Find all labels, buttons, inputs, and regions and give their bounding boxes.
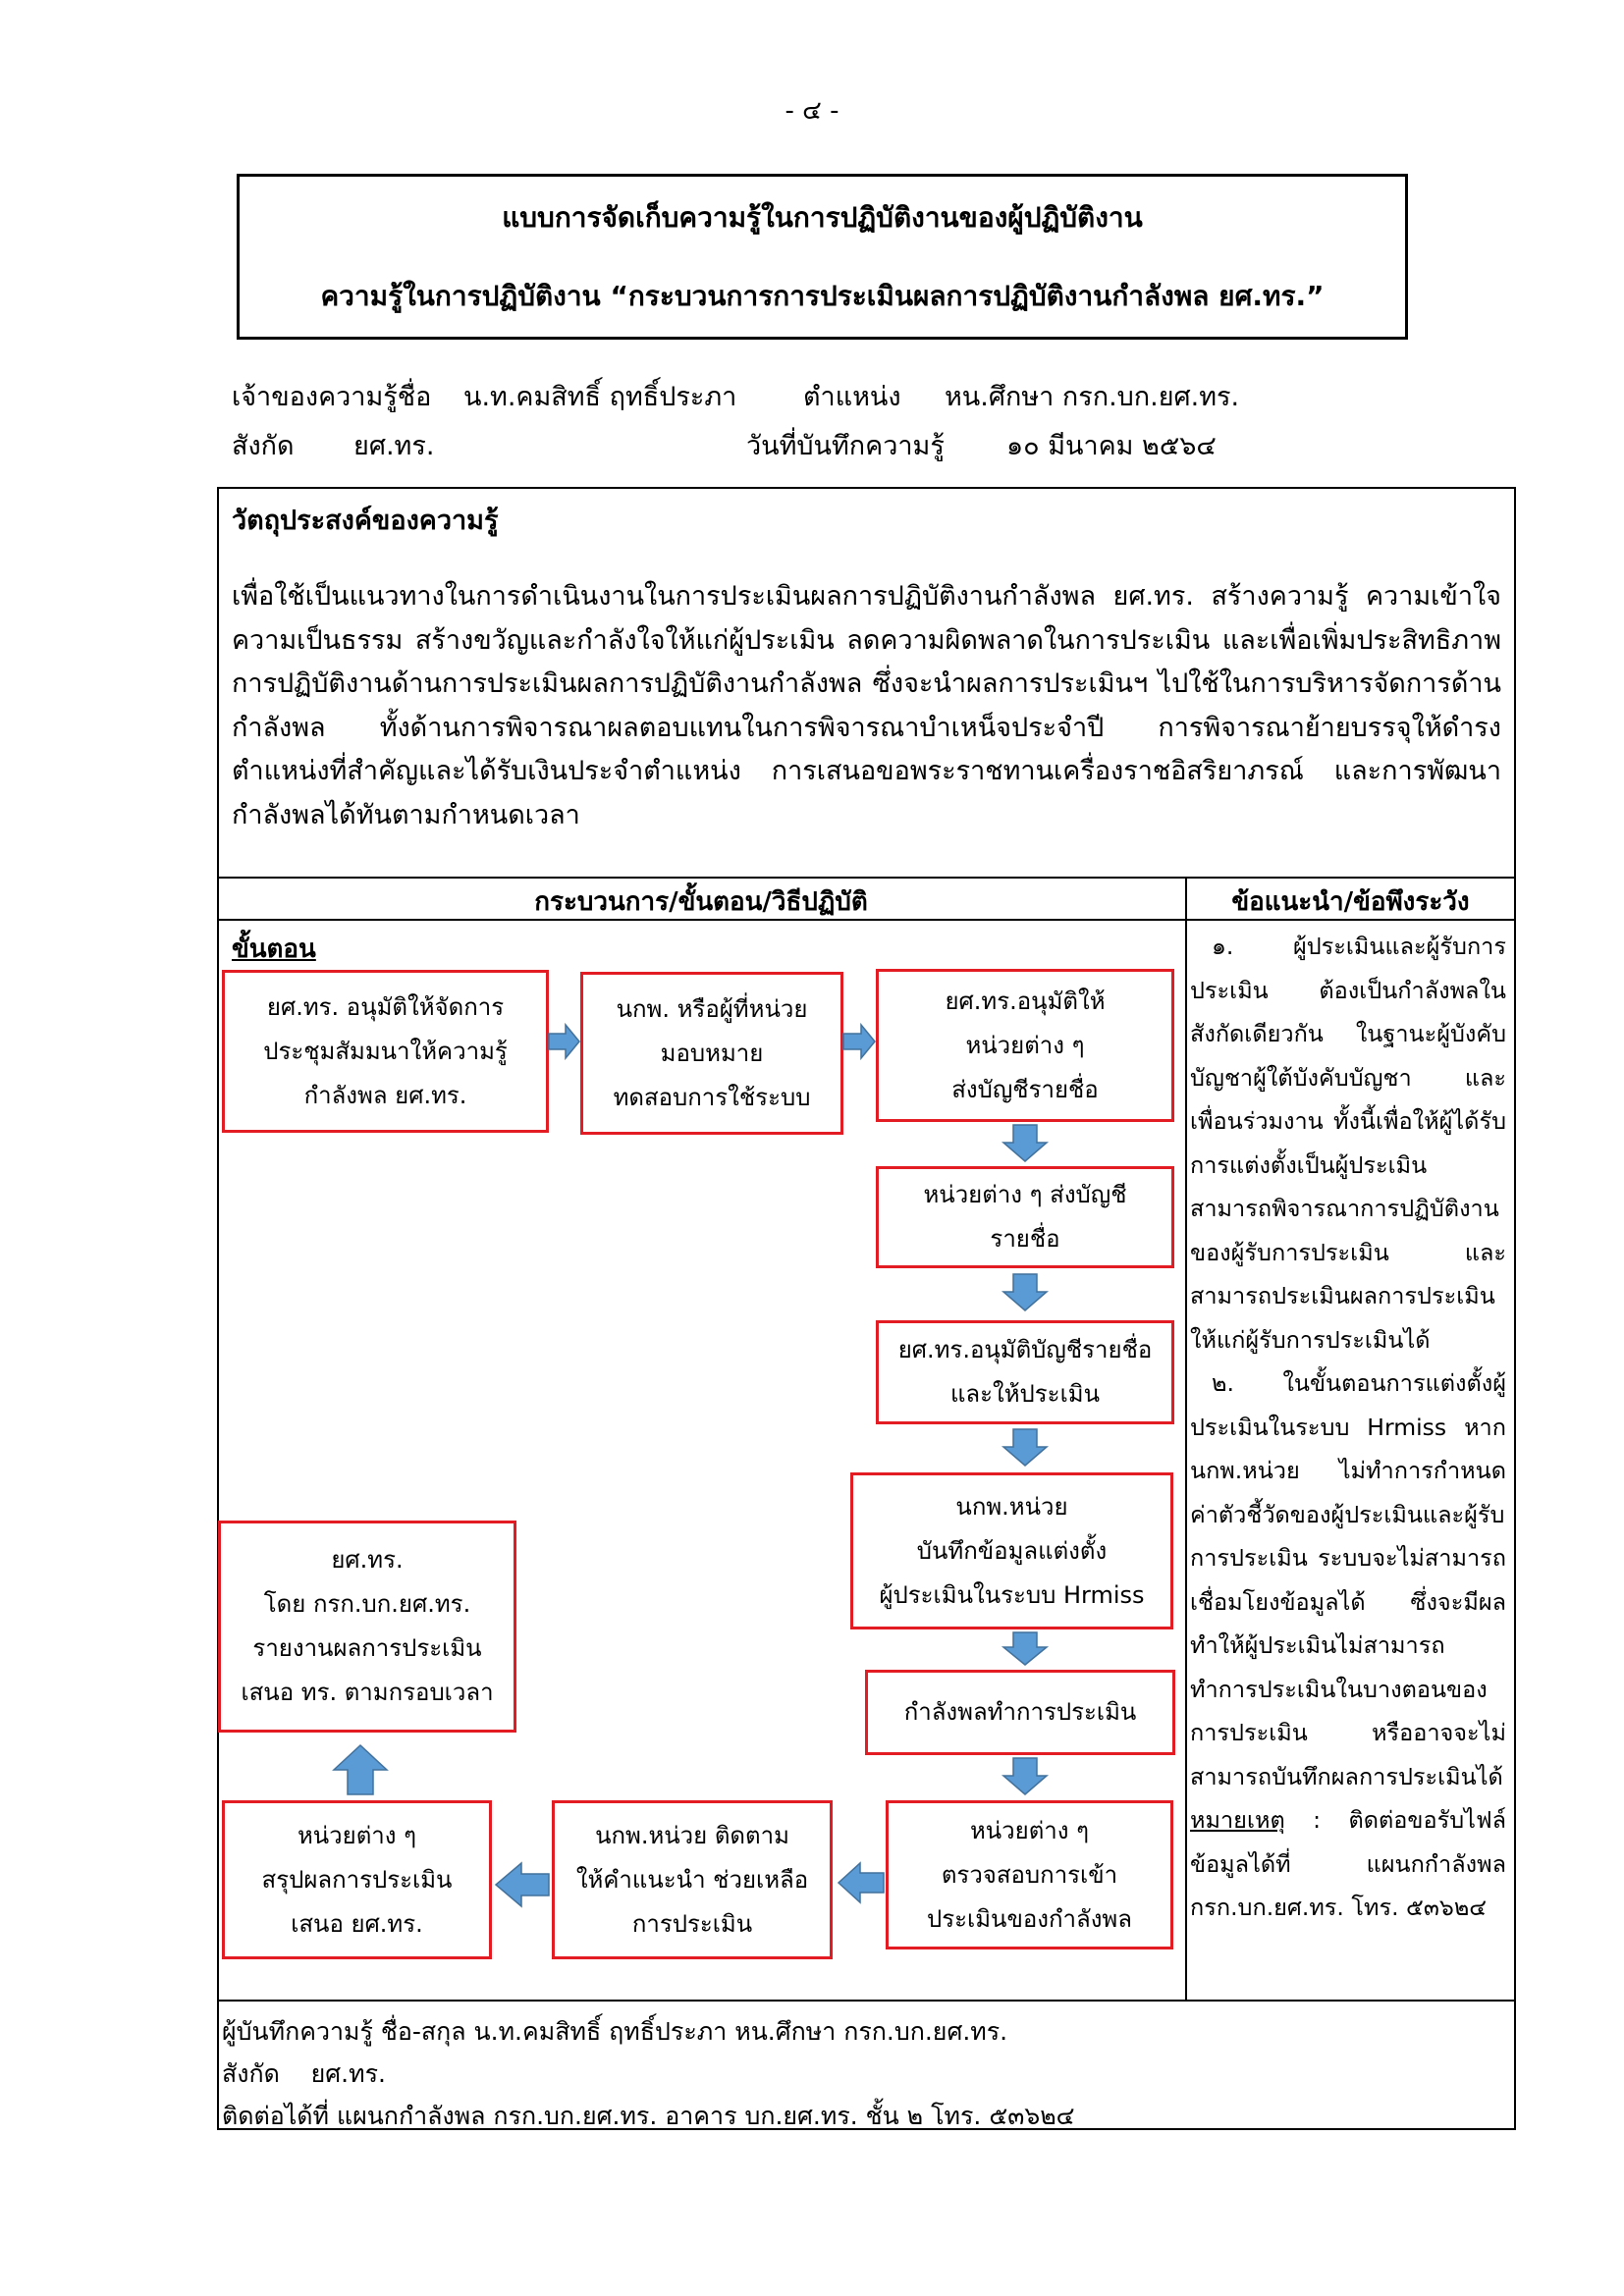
arrow-right-icon bbox=[842, 1022, 876, 1061]
steps-label: ขั้นตอน bbox=[232, 934, 316, 964]
arrow-down-icon bbox=[1001, 1631, 1050, 1666]
title-line-2: ความรู้ในการปฏิบัติงาน “กระบวนการการประเ… bbox=[320, 280, 1325, 312]
footer-unit: สังกัด ยศ.ทร. bbox=[222, 2059, 386, 2088]
column-header-advice: ข้อแนะนำ/ข้อพึงระวัง bbox=[1231, 887, 1470, 917]
title-line-1: แบบการจัดเก็บความรู้ในการปฏิบัติงานของผู… bbox=[502, 201, 1143, 234]
arrow-down-icon bbox=[1001, 1273, 1050, 1311]
flow-step-6: นกพ.หน่วย บันทึกข้อมูลแต่งตั้ง ผู้ประเมิ… bbox=[850, 1472, 1173, 1629]
arrow-left-icon bbox=[837, 1861, 885, 1904]
position-label: ตำแหน่ง bbox=[803, 382, 901, 412]
footer-contact: ติดต่อได้ที่ แผนกกำลังพล กรก.บก.ยศ.ทร. อ… bbox=[222, 2102, 1075, 2130]
flow-step-9: นกพ.หน่วย ติดตาม ให้คำแนะนำ ช่วยเหลือ กา… bbox=[552, 1800, 833, 1959]
arrow-down-icon bbox=[1001, 1428, 1050, 1467]
advice-remark: หมายเหตุ : ติดต่อขอรับไฟล์ข้อมูลได้ที่ แ… bbox=[1190, 1798, 1506, 1930]
unit-label: สังกัด bbox=[232, 431, 295, 461]
owner-label: เจ้าของความรู้ชื่อ bbox=[232, 382, 432, 412]
advice-item-2: ๒. ในขั้นตอนการแต่งตั้งผู้ประเมินในระบบ … bbox=[1190, 1369, 1506, 1790]
divider-footer bbox=[217, 2000, 1516, 2002]
objective-text: เพื่อใช้เป็นแนวทางในการดำเนินงานในการประ… bbox=[232, 581, 1501, 830]
arrow-down-icon bbox=[1001, 1757, 1050, 1795]
flow-step-1: ยศ.ทร. อนุมัติให้จัดการ ประชุมสัมมนาให้ค… bbox=[222, 970, 549, 1133]
column-header-process: กระบวนการ/ขั้นตอน/วิธีปฏิบัติ bbox=[534, 887, 868, 917]
flow-step-7: กำลังพลทำการประเมิน bbox=[865, 1670, 1175, 1755]
advice-notes: ๑. ผู้ประเมินและผู้รับการประเมิน ต้องเป็… bbox=[1190, 925, 1506, 1930]
advice-item-1: ๑. ผู้ประเมินและผู้รับการประเมิน ต้องเป็… bbox=[1190, 933, 1506, 1354]
knowledge-table bbox=[217, 487, 1516, 2130]
flow-step-8: หน่วยต่าง ๆ ตรวจสอบการเข้า ประเมินของกำล… bbox=[886, 1800, 1173, 1949]
remark-text: : ติดต่อขอรับไฟล์ข้อมูลได้ที่ แผนกกำลังพ… bbox=[1190, 1806, 1506, 1921]
flow-step-4: หน่วยต่าง ๆ ส่งบัญชี รายชื่อ bbox=[876, 1166, 1174, 1268]
column-divider bbox=[1185, 877, 1187, 2001]
arrow-left-icon bbox=[494, 1861, 550, 1908]
title-box: แบบการจัดเก็บความรู้ในการปฏิบัติงานของผู… bbox=[237, 174, 1408, 340]
flow-step-3: ยศ.ทร.อนุมัติให้ หน่วยต่าง ๆ ส่งบัญชีราย… bbox=[876, 969, 1174, 1122]
arrow-up-icon bbox=[332, 1743, 389, 1795]
divider-header-top bbox=[217, 877, 1516, 879]
owner-name: น.ท.คมสิทธิ์ ฤทธิ์ประภา bbox=[463, 382, 737, 412]
flow-step-2: นกพ. หรือผู้ที่หน่วย มอบหมาย ทดสอบการใช้… bbox=[580, 972, 843, 1135]
footer-recorder: ผู้บันทึกความรู้ ชื่อ-สกุล น.ท.คมสิทธิ์ … bbox=[222, 2017, 1008, 2046]
divider-header-bottom bbox=[217, 919, 1516, 921]
flow-step-5: ยศ.ทร.อนุมัติบัญชีรายชื่อ และให้ประเมิน bbox=[876, 1320, 1174, 1424]
unit-value: ยศ.ทร. bbox=[353, 431, 435, 461]
arrow-down-icon bbox=[1001, 1124, 1050, 1162]
page-number: - ๔ - bbox=[785, 96, 839, 126]
date-value: ๑๐ มีนาคม ๒๕๖๔ bbox=[1006, 431, 1217, 461]
flow-step-10: หน่วยต่าง ๆ สรุปผลการประเมิน เสนอ ยศ.ทร. bbox=[222, 1800, 492, 1959]
date-label: วันที่บันทึกความรู้ bbox=[746, 431, 945, 461]
arrow-right-icon bbox=[548, 1022, 580, 1061]
objective-heading: วัตถุประสงค์ของความรู้ bbox=[232, 506, 499, 536]
flow-step-11: ยศ.ทร. โดย กรก.บก.ยศ.ทร. รายงานผลการประเ… bbox=[218, 1521, 516, 1733]
position-value: หน.ศึกษา กรก.บก.ยศ.ทร. bbox=[945, 382, 1240, 412]
remark-label: หมายเหตุ bbox=[1190, 1806, 1285, 1834]
